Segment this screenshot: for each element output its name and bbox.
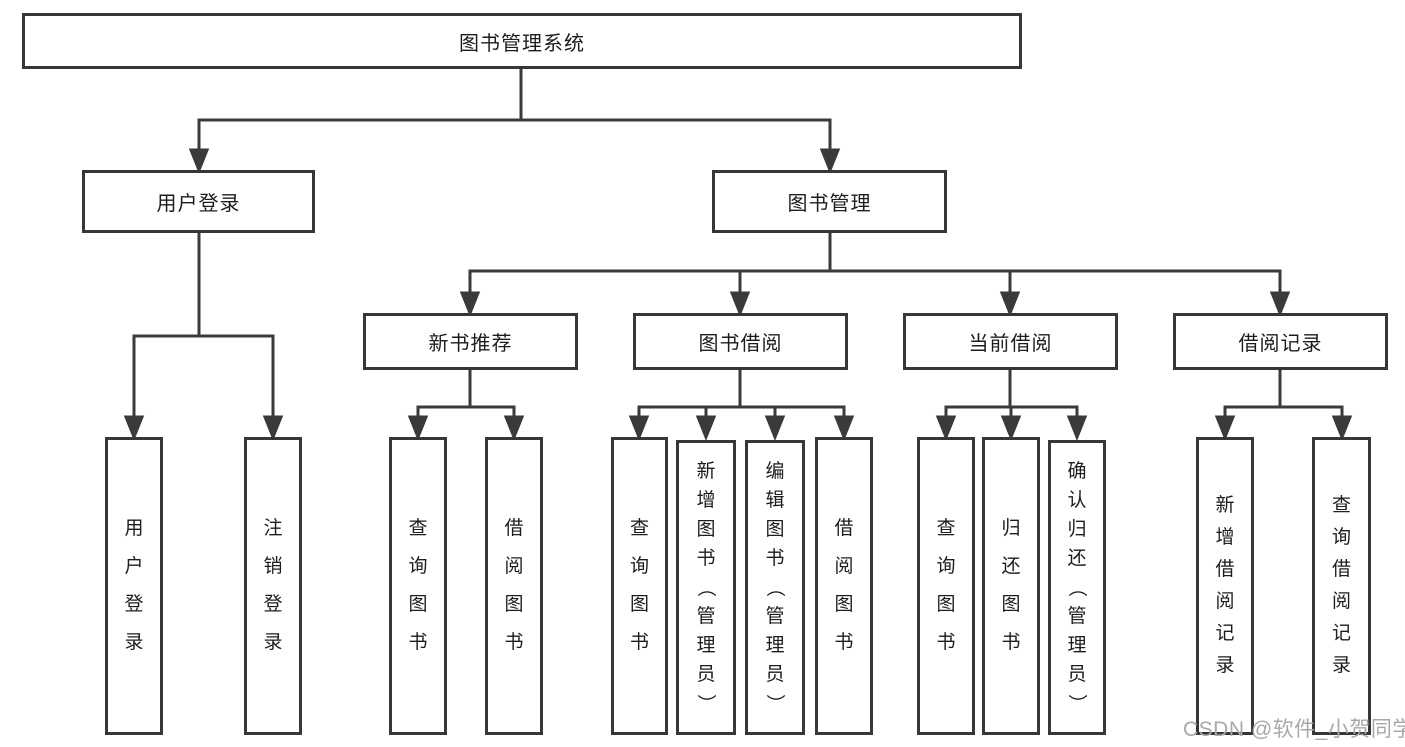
leaf-confirm-return-admin: 确认归还（管理员）: [1048, 440, 1106, 735]
leaf-add-borrow-record: 新增借阅记录: [1196, 437, 1254, 735]
leaf-query-borrow-record: 查询借阅记录: [1312, 437, 1371, 735]
node-root: 图书管理系统: [22, 13, 1022, 69]
csdn-watermark: CSDN @软件_小贺同学: [1183, 718, 1405, 741]
leaf-edit-books-admin: 编辑图书（管理员）: [745, 440, 805, 735]
leaf-borrow-books: 借阅图书: [815, 437, 873, 735]
node-book-management: 图书管理: [712, 170, 947, 233]
leaf-add-books-admin: 新增图书（管理员）: [676, 440, 736, 735]
leaf-logout-login: 注销登录: [244, 437, 302, 735]
node-user-login: 用户登录: [82, 170, 315, 233]
leaf-return-books: 归还图书: [982, 437, 1040, 735]
node-new-book-recommend: 新书推荐: [363, 313, 578, 370]
leaf-query-books-recommend: 查询图书: [389, 437, 447, 735]
leaf-borrow-books-recommend: 借阅图书: [485, 437, 543, 735]
leaf-query-books-current: 查询图书: [917, 437, 975, 735]
leaf-user-login: 用户登录: [105, 437, 163, 735]
node-borrow-records: 借阅记录: [1173, 313, 1388, 370]
leaf-query-books-borrow: 查询图书: [611, 437, 668, 735]
node-book-borrow: 图书借阅: [633, 313, 848, 370]
node-current-borrow: 当前借阅: [903, 313, 1118, 370]
